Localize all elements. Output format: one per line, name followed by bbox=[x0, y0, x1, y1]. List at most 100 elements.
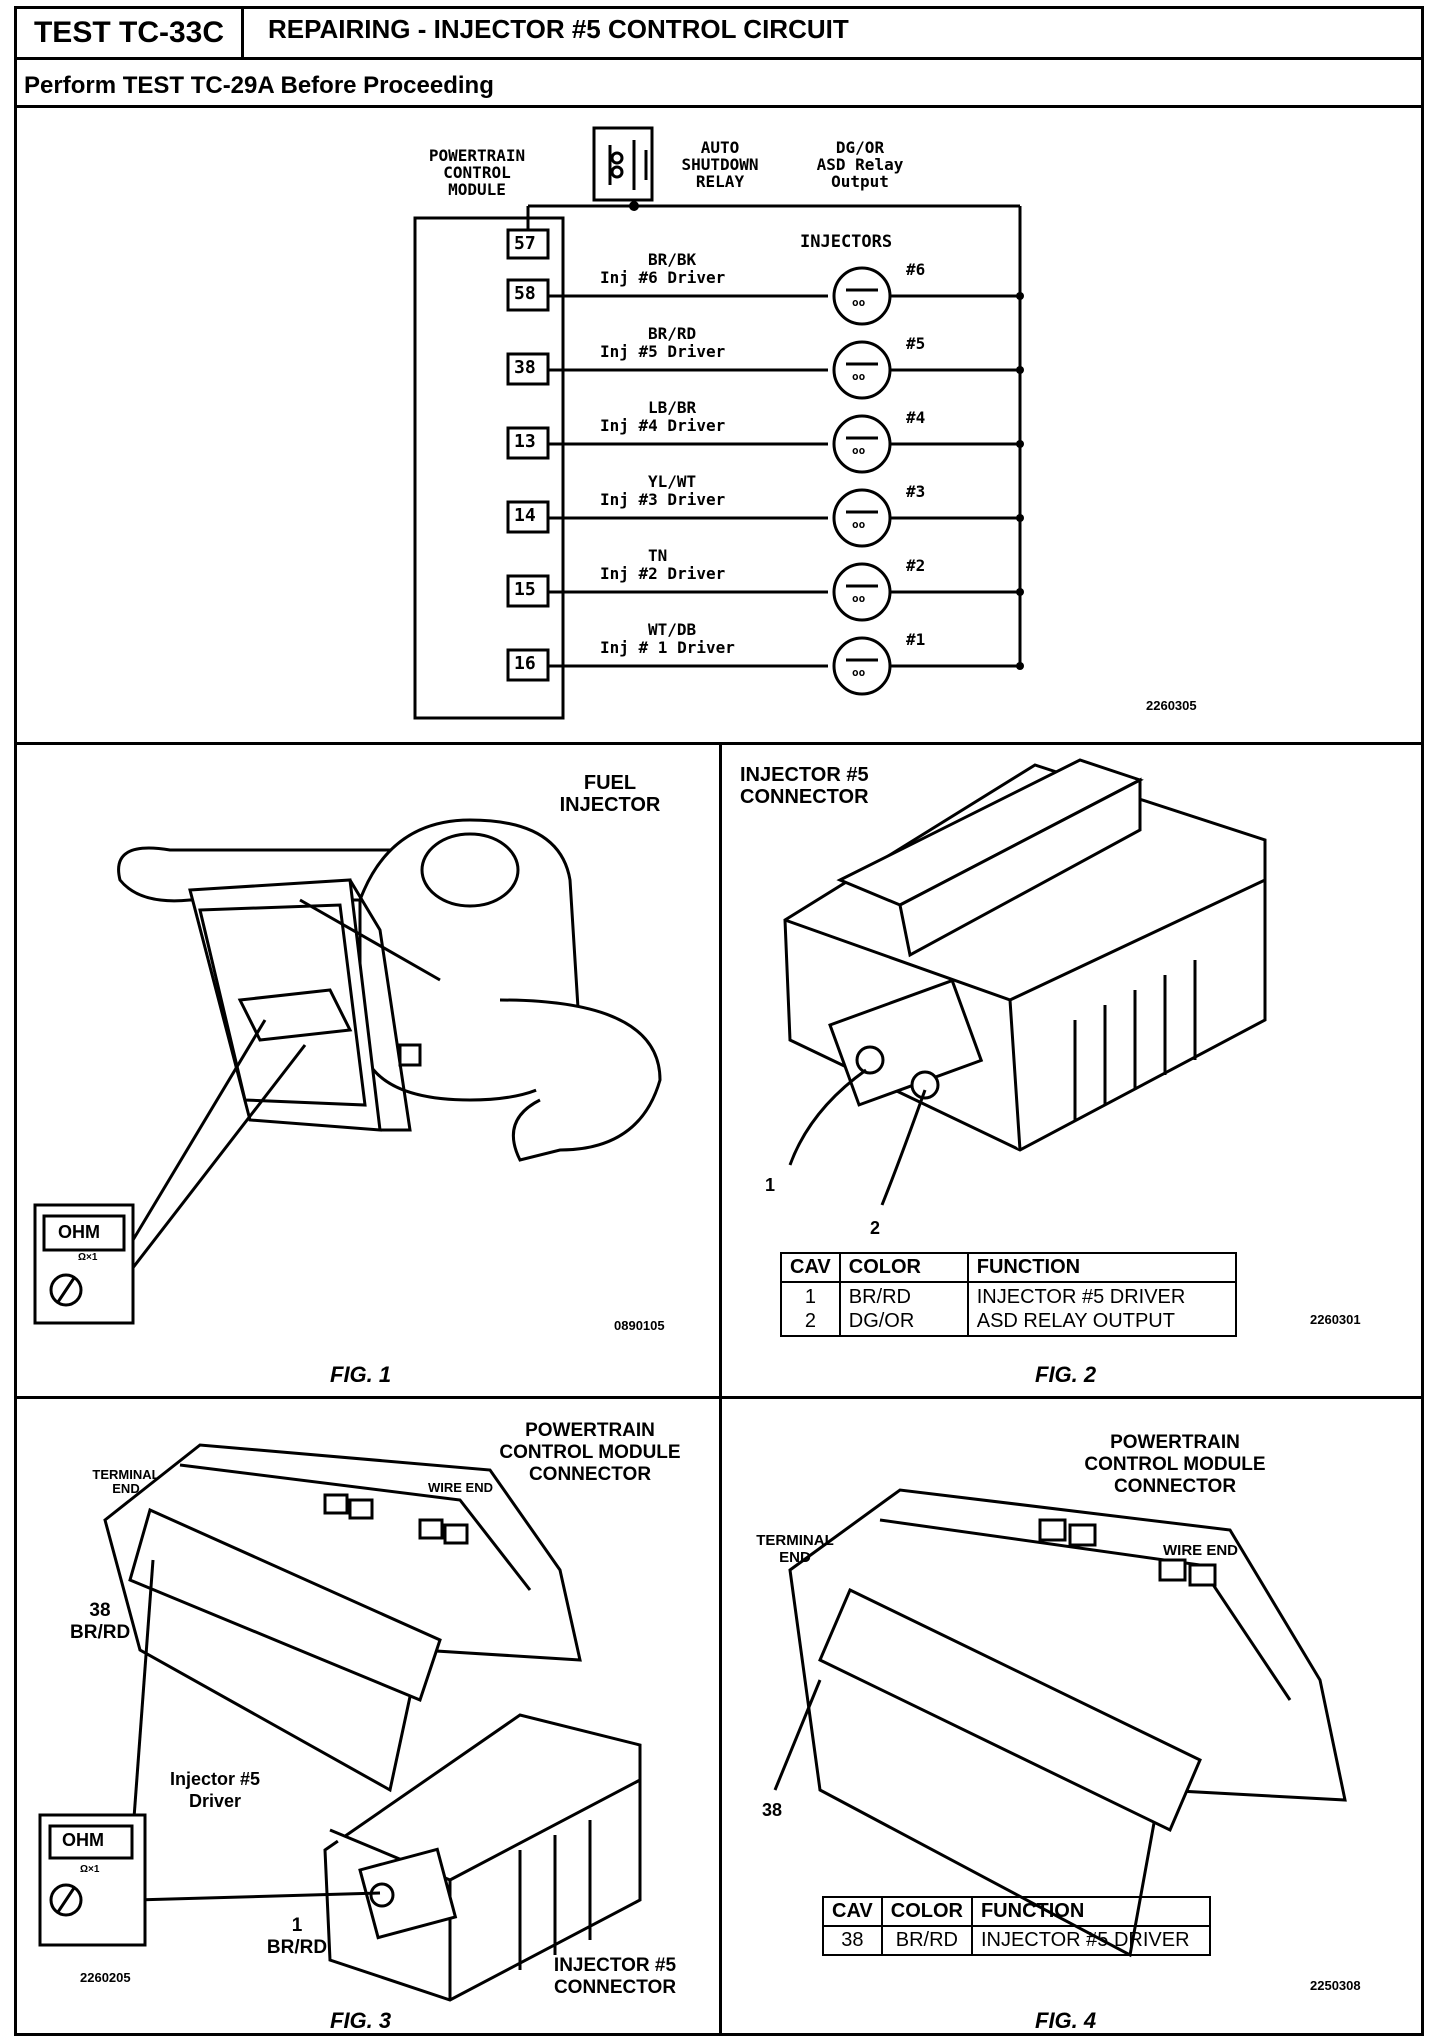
driver-label: Inj #5 Driver bbox=[600, 342, 726, 361]
fig4-caption: FIG. 4 bbox=[1035, 2008, 1097, 2033]
fig4-label-line: CONTROL MODULE bbox=[1084, 1454, 1266, 1475]
relay-label-line: SHUTDOWN bbox=[681, 155, 759, 174]
pcm-connector-drawing bbox=[788, 1488, 1347, 1958]
relay-output-label-line: ASD Relay bbox=[816, 155, 904, 174]
fig3-label-line: CONNECTOR bbox=[528, 1464, 652, 1485]
pin-label: 15 bbox=[514, 579, 536, 600]
fig2-label-line: INJECTOR #5 bbox=[740, 764, 869, 786]
relay-output-label: DG/OR ASD Relay Output bbox=[800, 139, 920, 190]
fig1-label: FUEL INJECTOR bbox=[530, 772, 690, 816]
relay-icon bbox=[592, 126, 654, 202]
fig3-wire-end: WIRE END bbox=[428, 1480, 493, 1495]
pcm-label: POWERTRAIN CONTROL MODULE bbox=[412, 147, 542, 198]
driver-label: Inj # 1 Driver bbox=[600, 638, 735, 657]
pin-label: 13 bbox=[514, 431, 536, 452]
fig3-cav-callout: 38 BR/RD bbox=[70, 1600, 130, 1644]
table-cell-text: 1 bbox=[804, 1286, 816, 1308]
fig4-label-line: CONNECTOR bbox=[1113, 1476, 1237, 1497]
table-cell: BR/RD DG/OR bbox=[838, 1281, 969, 1337]
injector-number-label: #5 bbox=[906, 334, 926, 353]
table-header: CAV bbox=[822, 1896, 883, 1927]
pin-box bbox=[506, 426, 550, 460]
fig3-terminal-end: TERMINAL END bbox=[86, 1468, 166, 1496]
relay-output-label-line: Output bbox=[831, 172, 889, 191]
pin-label: 58 bbox=[514, 283, 536, 304]
fig3-terminal-end-line: TERMINAL bbox=[92, 1467, 160, 1482]
fig1-label-line: INJECTOR bbox=[559, 794, 661, 816]
wire-color-label: YL/WT bbox=[648, 472, 697, 491]
junction-dot bbox=[1016, 440, 1024, 448]
table-cell-text: DG/OR bbox=[848, 1310, 915, 1332]
fig4-label: POWERTRAIN CONTROL MODULE CONNECTOR bbox=[1060, 1432, 1290, 1498]
pcm-box bbox=[413, 216, 565, 720]
pin-57 bbox=[506, 228, 550, 260]
table-row: 38 BR/RD INJECTOR #5 DRIVER bbox=[822, 1925, 1211, 1956]
fig3-label: POWERTRAIN CONTROL MODULE CONNECTOR bbox=[480, 1420, 700, 1486]
fig1-label-line: FUEL bbox=[583, 772, 637, 794]
fig1-caption: FIG. 1 bbox=[330, 1362, 392, 1387]
pin-box bbox=[506, 278, 550, 312]
fig3-meter-dial: Ω×1 bbox=[80, 1864, 100, 1875]
pin-label: 14 bbox=[514, 505, 536, 526]
fig1-meter-dial: Ω×1 bbox=[78, 1252, 98, 1263]
pcm-label-line: POWERTRAIN bbox=[428, 146, 526, 165]
wire-color-label: BR/RD bbox=[648, 324, 697, 343]
fig3-terminal-end-line: END bbox=[112, 1481, 140, 1496]
relay-label-line: RELAY bbox=[695, 172, 745, 191]
fig2-label: INJECTOR #5 CONNECTOR bbox=[740, 764, 869, 808]
table-cell: INJECTOR #5 DRIVER bbox=[970, 1925, 1211, 1956]
injector-coil-glyph: oo bbox=[852, 592, 866, 605]
table-header-row: CAV COLOR FUNCTION bbox=[822, 1896, 1211, 1927]
page-subtitle: Perform TEST TC-29A Before Proceeding bbox=[24, 72, 494, 99]
pin-label: 16 bbox=[514, 653, 536, 674]
fig2-table: CAV COLOR FUNCTION 1 2 BR/RD DG/OR INJEC… bbox=[780, 1252, 1237, 1337]
injector-coil-glyph: oo bbox=[852, 296, 866, 309]
table-cell: 38 bbox=[822, 1925, 883, 1956]
junction-dot bbox=[1016, 588, 1024, 596]
injector-coil-glyph: oo bbox=[852, 444, 866, 457]
table-cell: 1 2 bbox=[780, 1281, 841, 1337]
fig3-driver-label-line: Driver bbox=[188, 1791, 242, 1811]
fig4-terminal-end-line: END bbox=[779, 1549, 811, 1566]
relay-label: AUTO SHUTDOWN RELAY bbox=[660, 139, 780, 190]
fig2-label-line: CONNECTOR bbox=[740, 786, 869, 808]
table-header-row: CAV COLOR FUNCTION bbox=[780, 1252, 1237, 1283]
fig4-terminal-end: TERMINAL END bbox=[750, 1532, 840, 1566]
table-cell: INJECTOR #5 DRIVER ASD RELAY OUTPUT bbox=[966, 1281, 1237, 1337]
table-cell: BR/RD bbox=[880, 1925, 973, 1956]
fig3-driver-label-line: Injector #5 bbox=[169, 1769, 261, 1789]
driver-label: Inj #4 Driver bbox=[600, 416, 726, 435]
fig3-meter-text: OHM bbox=[62, 1830, 104, 1850]
pin-box bbox=[506, 500, 550, 534]
wire-color-label: TN bbox=[648, 546, 668, 565]
fig2-callout-1: 1 bbox=[765, 1175, 776, 1195]
fig3-inj-callout-line: BR/RD bbox=[266, 1937, 328, 1958]
fig4-cav-callout: 38 bbox=[762, 1800, 783, 1820]
injector-number-label: #4 bbox=[906, 408, 926, 427]
table-header: CAV bbox=[780, 1252, 841, 1283]
injector-coil-glyph: oo bbox=[852, 518, 866, 531]
pin-box bbox=[506, 352, 550, 386]
wire-color-label: LB/BR bbox=[648, 398, 697, 417]
junction-dot bbox=[1016, 662, 1024, 670]
fig3-inj-label-line: CONNECTOR bbox=[553, 1977, 677, 1998]
fig4-id: 2250308 bbox=[1310, 1978, 1361, 1993]
pin-label: 38 bbox=[514, 357, 536, 378]
divider bbox=[719, 742, 722, 2036]
fig3-driver-label: Injector #5 Driver bbox=[150, 1768, 280, 1812]
table-cell-text: BR/RD bbox=[848, 1286, 911, 1308]
pin-box bbox=[506, 648, 550, 682]
fig1-meter-text: OHM bbox=[58, 1222, 100, 1242]
table-cell-text: 2 bbox=[804, 1310, 816, 1332]
ohmmeter-icon bbox=[38, 1813, 147, 1947]
fig3-id: 2260205 bbox=[80, 1970, 131, 1985]
ohmmeter-icon bbox=[33, 1203, 135, 1325]
relay-output-label-line: DG/OR bbox=[835, 138, 885, 157]
fig3-cav-callout-line: 38 bbox=[89, 1600, 111, 1621]
table-header: FUNCTION bbox=[970, 1896, 1211, 1927]
pcm-label-line: CONTROL bbox=[443, 163, 511, 182]
fig2-caption: FIG. 2 bbox=[1035, 1362, 1097, 1387]
injector-number-label: #1 bbox=[906, 630, 926, 649]
